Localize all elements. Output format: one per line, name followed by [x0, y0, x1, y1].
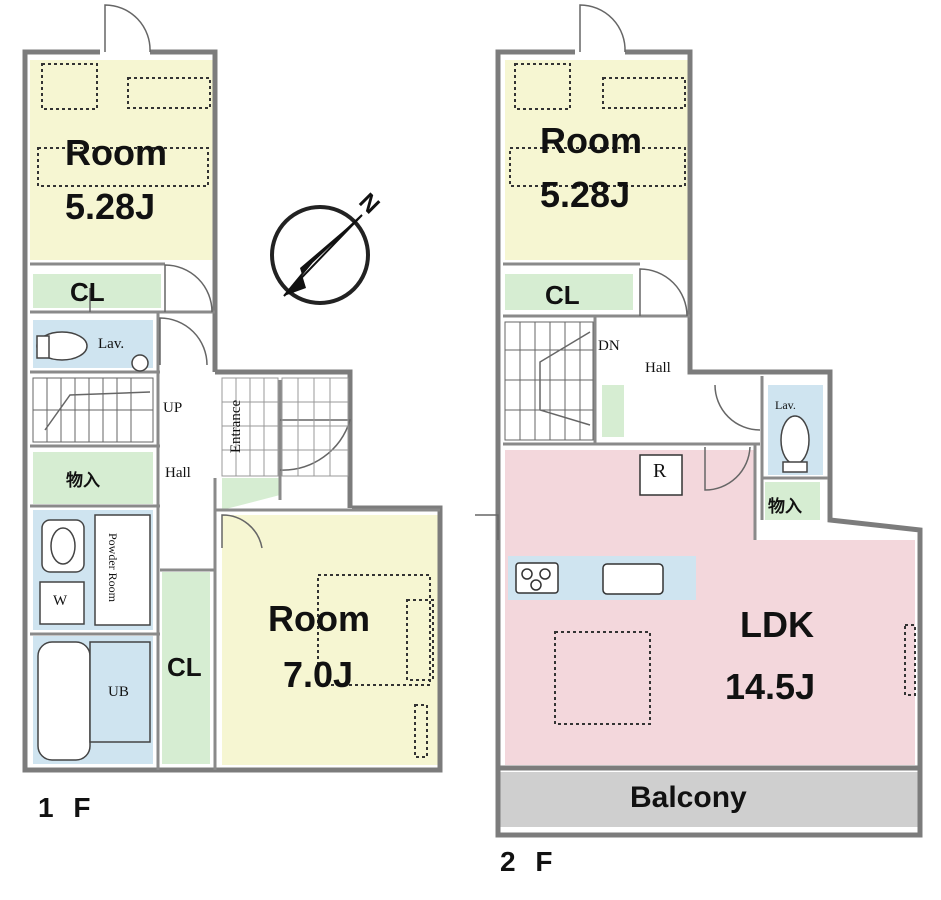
floor2-balcony-area	[500, 772, 918, 827]
floor1-hall-label: Hall	[165, 465, 191, 481]
floor2-ldk-size: 14.5J	[725, 666, 816, 707]
floor2-stairs-drawing	[504, 321, 594, 441]
floor1-room-top-area	[30, 60, 213, 260]
floor1-closet-mid-area	[162, 572, 210, 764]
floor1-washer-label: W	[53, 593, 68, 609]
floor1-storage-label: 物入	[66, 471, 100, 491]
floor2-fridge-label: R	[653, 460, 667, 482]
floor2-lav-label: Lav.	[775, 398, 796, 412]
floor2-hall-green	[602, 385, 624, 437]
floor2-room-top-size: 5.28J	[540, 174, 631, 215]
floor2-hall-label: Hall	[645, 360, 671, 376]
floor1-entrance-step	[222, 478, 280, 510]
floor1-stairs-drawing	[32, 377, 154, 443]
floor1-room-main-size: 7.0J	[283, 654, 354, 695]
floor2-storage-label: 物入	[768, 497, 802, 517]
floor1-storage-area	[33, 452, 153, 504]
floor2-room-top-name: Room	[540, 120, 642, 161]
floor2-ldk-name: LDK	[740, 604, 814, 645]
floor2-ldk-area	[505, 450, 915, 765]
floor2-closet-top-label: CL	[545, 280, 580, 310]
floor1-title: 1 F	[38, 792, 97, 823]
floor2-balcony-label: Balcony	[630, 781, 747, 814]
floor2-room-top-area	[505, 60, 688, 260]
floor1-closet-top-label: CL	[70, 277, 105, 307]
floor2-storage-area	[765, 482, 820, 520]
floor2-plan	[475, 4, 923, 838]
compass	[270, 205, 370, 305]
floor2-title: 2 F	[500, 846, 559, 877]
floor1-entrance-label: Entrance	[228, 399, 245, 454]
floor2-closet-top-area	[505, 274, 633, 310]
floor1-room-main-area	[222, 515, 440, 765]
floor1-room-top-name: Room	[65, 132, 167, 173]
floor1-closet-top-area	[33, 274, 161, 308]
floor2-stairs-label: DN	[598, 338, 620, 354]
floor1-lav-label: Lav.	[98, 336, 125, 352]
floor1-closet-mid-label: CL	[167, 652, 202, 682]
floor1-room-top-size: 5.28J	[65, 186, 156, 227]
floor1-stairs-label: UP	[163, 400, 183, 416]
floor1-room-main-name: Room	[268, 598, 370, 639]
floor1-bath-label: UB	[108, 684, 129, 700]
floor1-plan	[22, 4, 443, 773]
floor1-entrance-tiles	[221, 377, 349, 477]
floor1-powder-room-label: Powder Room	[106, 533, 120, 602]
